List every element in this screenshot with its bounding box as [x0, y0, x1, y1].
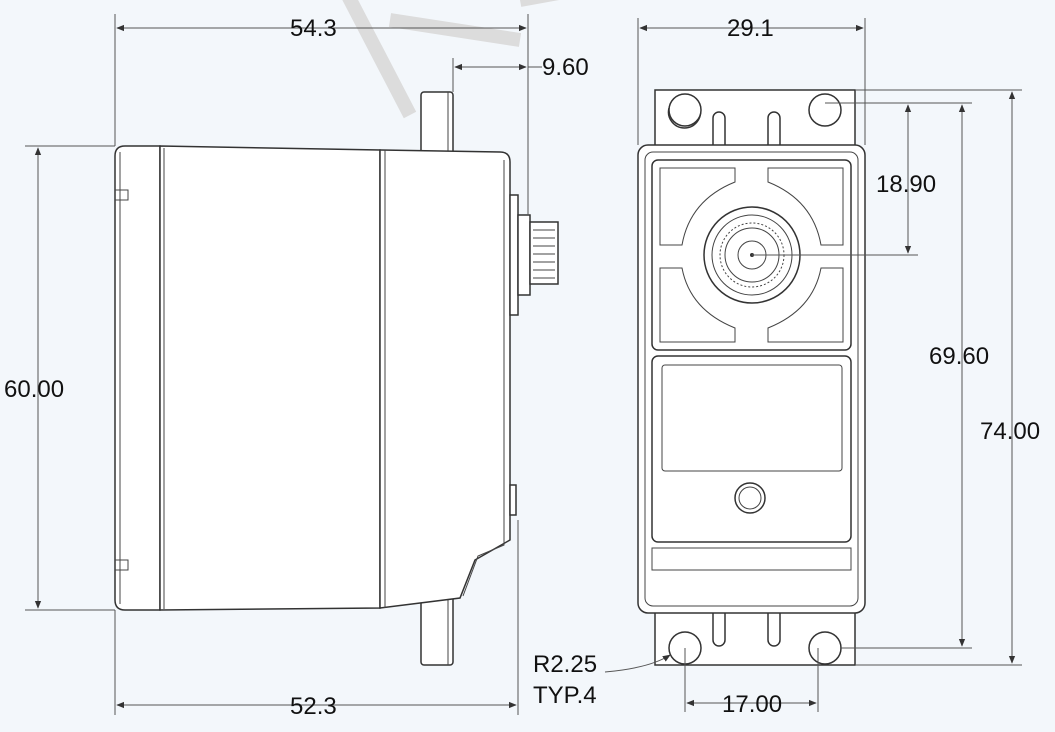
- front-view: [637, 89, 866, 666]
- front-label-window: [661, 364, 843, 472]
- dim-front-width: 29.1: [727, 15, 774, 42]
- dimension-labels: 54.3 9.60 60.00 52.3 29.1 18.90 69.60 74…: [4, 15, 1040, 720]
- dim-flange-length: 74.00: [980, 418, 1040, 445]
- front-label-area: [651, 355, 852, 543]
- mounting-hole-top-left: [668, 93, 702, 127]
- dim-hole-count: TYP.4: [533, 682, 597, 709]
- side-view-dimensions: [25, 14, 542, 715]
- dim-spline-from-top: 18.90: [876, 171, 936, 198]
- dim-side-body-length: 52.3: [290, 693, 337, 720]
- dim-hole-radius: R2.25: [533, 651, 597, 678]
- side-view: [114, 91, 559, 666]
- dim-hole-spacing-vertical: 69.60: [929, 343, 989, 370]
- dim-hole-spacing-horizontal: 17.00: [722, 691, 782, 718]
- side-rear-cap: [114, 145, 161, 611]
- dim-side-total-length: 54.3: [290, 15, 337, 42]
- side-top-case: [379, 149, 511, 609]
- side-middle-case: [159, 145, 381, 611]
- watermark: [342, 0, 560, 119]
- side-output-spline: [517, 214, 559, 296]
- dim-side-height: 60.00: [4, 376, 64, 403]
- dim-spline-offset: 9.60: [542, 54, 589, 81]
- mounting-hole-top-right: [808, 93, 842, 127]
- mounting-hole-bottom-right: [808, 631, 842, 665]
- front-view-dimensions: [604, 18, 1022, 712]
- side-gear-boss: [509, 194, 519, 316]
